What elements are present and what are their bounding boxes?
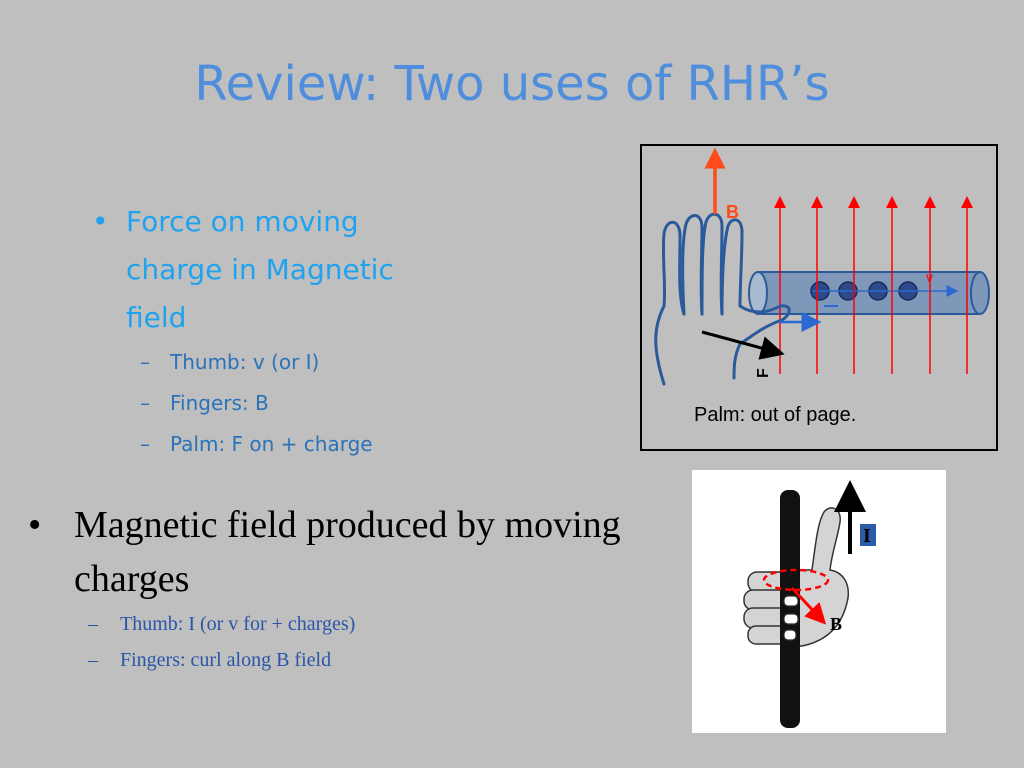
bullet-force-on-moving-charge: • Force on moving charge in Magnetic fie… — [92, 198, 452, 465]
bullet-text: Force on moving charge in Magnetic field — [126, 205, 394, 334]
v-label: v — [926, 269, 933, 285]
slide-title: Review: Two uses of RHR’s — [194, 56, 830, 112]
force-rhr-svg: B v F — [654, 147, 990, 386]
field-curl-loop — [762, 568, 830, 592]
dash-marker: – — [140, 391, 150, 415]
sub-bullet-fingers: – Fingers: curl along B field — [88, 642, 648, 678]
bullet-marker: • — [28, 504, 42, 546]
sub-bullet-thumb: – Thumb: v (or I) — [140, 342, 452, 383]
i-label: I — [863, 525, 871, 547]
sub-bullet-text: Thumb: v (or I) — [170, 350, 320, 374]
finger-tips — [783, 595, 799, 641]
sub-bullet-fingers: – Fingers: B — [140, 383, 452, 424]
dash-marker: – — [88, 649, 98, 671]
dash-marker: – — [140, 432, 150, 456]
f-label: F — [755, 368, 772, 378]
conductor-tube — [748, 271, 990, 315]
b-label: B — [726, 202, 739, 222]
force-rhr-diagram: B v F Palm: out of page. — [640, 144, 998, 451]
sub-bullet-text: Fingers: B — [170, 391, 269, 415]
sub-bullet-thumb: – Thumb: I (or v for + charges) — [88, 606, 648, 642]
right-hand-outline — [654, 212, 791, 386]
sub-bullet-text: Fingers: curl along B field — [120, 649, 332, 671]
bullet-marker: • — [92, 205, 109, 238]
field-rhr-diagram: B I — [692, 470, 946, 733]
sub-bullet-text: Thumb: I (or v for + charges) — [120, 613, 356, 635]
b-label: B — [830, 614, 842, 634]
i-label-box — [860, 524, 876, 546]
sub-bullet-text: Palm: F on + charge — [170, 432, 373, 456]
sub-bullet-palm: – Palm: F on + charge — [140, 424, 452, 465]
figure-caption: Palm: out of page. — [694, 404, 857, 426]
field-rhr-svg: B I — [743, 480, 876, 728]
bullet-text: Magnetic field produced by moving charge… — [74, 504, 621, 600]
dash-marker: – — [140, 350, 150, 374]
dash-marker: – — [88, 613, 98, 635]
force-arrow — [701, 330, 785, 360]
b-field-direction-arrow — [790, 586, 827, 625]
bullet-field-produced-by-charges: • Magnetic field produced by moving char… — [28, 498, 648, 678]
current-wire — [780, 490, 800, 728]
